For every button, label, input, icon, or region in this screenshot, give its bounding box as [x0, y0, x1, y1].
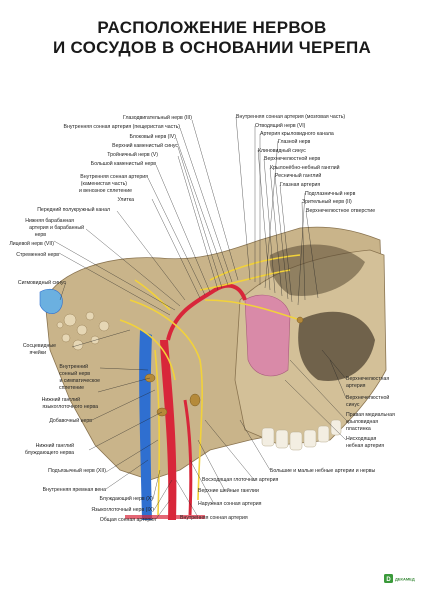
label-medial-pterygoid-plate-2: крыловидная	[346, 419, 378, 425]
label-pterygopalatine-ganglion: Крылонёбно-небный ганглий	[270, 164, 340, 171]
label-optic-nerve: Зрительный нерв (II)	[302, 198, 352, 205]
label-inferior-tympanic-2: артерия и барабанный	[29, 224, 84, 231]
label-internal-carotid-nerve-3: и симпатическое	[59, 378, 100, 384]
label-ica-cavernous: Внутренняя сонная артерия (пещеристая ча…	[64, 124, 181, 130]
label-vagus-ganglion-1: Нижний ганглий	[36, 442, 74, 449]
cut-section	[125, 515, 205, 519]
external-carotid-artery	[183, 399, 193, 516]
title-line-1: РАСПОЛОЖЕНИЕ НЕРВОВ	[97, 18, 327, 37]
orbit-cavity	[269, 244, 365, 296]
label-maxillary-nerve: Верхнечелюстной нерв	[264, 155, 320, 162]
label-trigeminal-nerve: Тройничный нерв (V)	[107, 151, 158, 158]
label-common-carotid-artery: Общая сонная артерия	[100, 517, 156, 523]
logo-mark-icon	[384, 574, 393, 583]
label-greater-petrosal-nerve: Большой каменистый нерв	[91, 160, 156, 167]
label-ica-cerebral: Внутренняя сонная артерия (мозговая част…	[236, 114, 345, 120]
label-maxillary-sinus-1: Верхнечелюстной	[346, 394, 389, 401]
label-ophthalmic-nerve: Глазной нерв	[278, 138, 310, 145]
label-mastoid-cells-1: Сосцевидные	[23, 343, 56, 349]
label-superior-petrosal-sinus: Верхний каменистый синус	[112, 142, 178, 149]
label-inferior-tympanic-3: нерв	[35, 232, 47, 238]
label-vagus-ganglion-2: блуждающего нерва	[25, 450, 74, 456]
leader-lines	[53, 116, 347, 520]
svg-text:D: D	[386, 577, 391, 583]
pterygoid-membrane	[244, 294, 291, 377]
label-superior-cervical-ganglia: Верхние шейные ганглии	[198, 487, 259, 494]
label-facial-nerve: Лицевой нерв (VII)	[9, 240, 54, 247]
label-maxillary-artery-1: Верхнечелюстная	[346, 376, 389, 382]
label-ciliary-ganglion: Ресничный ганглий	[275, 172, 321, 179]
label-hypoglossal-nerve: Подъязычный нерв (XII)	[48, 467, 106, 474]
label-accessory-nerve: Добавочный нерв	[49, 417, 92, 424]
poster-title: РАСПОЛОЖЕНИЕ НЕРВОВ И СОСУДОВ В ОСНОВАНИ…	[0, 18, 424, 58]
label-oculomotor-nerve: Глазодвигательный нерв (III)	[123, 114, 192, 121]
nerves	[119, 254, 301, 516]
title-line-2: И СОСУДОВ В ОСНОВАНИИ ЧЕРЕПА	[52, 38, 372, 57]
anatomy-illustration	[39, 226, 387, 520]
maxillary-sinus	[298, 311, 375, 381]
label-palatine-arteries-nerves: Большие и малые небные артерии и нервы	[270, 468, 375, 474]
left-labels: Глазодвигательный нерв (III) Внутренняя …	[9, 114, 192, 523]
internal-jugular-vein	[139, 330, 152, 520]
label-ica-petrous-3: и венозное сплетение	[79, 188, 132, 194]
carotid-siphon	[166, 283, 247, 341]
label-internal-jugular-vein: Внутренняя яремная вена	[43, 487, 106, 493]
bottom-labels: Большие и малые небные артерии и нервы В…	[180, 468, 375, 521]
label-infraorbital-nerve: Подглазничный нерв	[305, 190, 356, 197]
internal-carotid-artery	[160, 340, 177, 520]
publisher-logo: D ДЕКАМЕД	[384, 574, 415, 583]
label-glossopharyngeal-ganglion-1: Нижний ганглий	[42, 396, 80, 403]
label-trochlear-nerve: Блоковый нерв (IV)	[129, 133, 176, 140]
label-internal-carotid-nerve-1: Внутренний	[59, 363, 88, 370]
label-maxillary-hiatus: Верхнечелюстное отверстие	[306, 208, 375, 214]
label-vagus-nerve: Блуждающий нерв (X)	[99, 495, 153, 502]
label-ophthalmic-artery: Глазная артерия	[280, 182, 320, 188]
label-anterior-semicircular-canal: Передний полукружный канал	[37, 206, 110, 213]
label-medial-pterygoid-plate-1: Правая медиальная	[346, 412, 395, 418]
right-labels: Внутренняя сонная артерия (мозговая част…	[236, 114, 395, 449]
label-ascending-pharyngeal-artery: Восходящая глоточная артерия	[202, 477, 279, 483]
teeth	[261, 419, 342, 451]
label-ica-petrous-2: (каменистая часть)	[81, 181, 128, 187]
label-maxillary-sinus-2: синус	[346, 402, 360, 408]
label-internal-carotid-nerve-4: сплетение	[59, 385, 84, 391]
label-stapedius-nerve: Стременной нерв	[16, 251, 59, 258]
sigmoid-sinus	[39, 288, 63, 314]
label-external-carotid-artery: Наружная сонная артерия	[198, 501, 262, 507]
label-ica-petrous-1: Внутренняя сонная артерия	[80, 174, 148, 180]
label-sphenoid-sinus: Клиновидный синус	[258, 147, 306, 154]
label-glossopharyngeal-nerve: Языкоглоточный нерв (IX)	[91, 506, 154, 513]
label-mastoid-cells-2: ячейки	[30, 349, 47, 356]
logo-text: ДЕКАМЕД	[395, 577, 415, 582]
label-glossopharyngeal-ganglion-2: языкоглоточного нерва	[42, 404, 98, 410]
label-internal-carotid-artery: Внутренняя сонная артерия	[180, 515, 248, 521]
label-descending-palatine-artery-2: небная артерия	[346, 443, 384, 449]
label-descending-palatine-artery-1: Нисходящая	[346, 436, 377, 442]
label-inferior-tympanic-1: Нижняя барабанная	[25, 218, 74, 224]
label-sigmoid-sinus: Сигмовидный синус	[18, 279, 66, 286]
label-cochlea: Улитка	[117, 197, 134, 203]
label-internal-carotid-nerve-2: сонный нерв	[59, 370, 90, 377]
label-maxillary-artery-2: артерия	[346, 383, 366, 389]
mastoid-cells	[56, 311, 110, 351]
label-abducens-nerve: Отводящий нерв (VI)	[255, 122, 306, 129]
label-medial-pterygoid-plate-3: пластинка	[346, 426, 371, 432]
label-pterygoid-canal-artery: Артерия крыловидного канала	[260, 131, 334, 137]
